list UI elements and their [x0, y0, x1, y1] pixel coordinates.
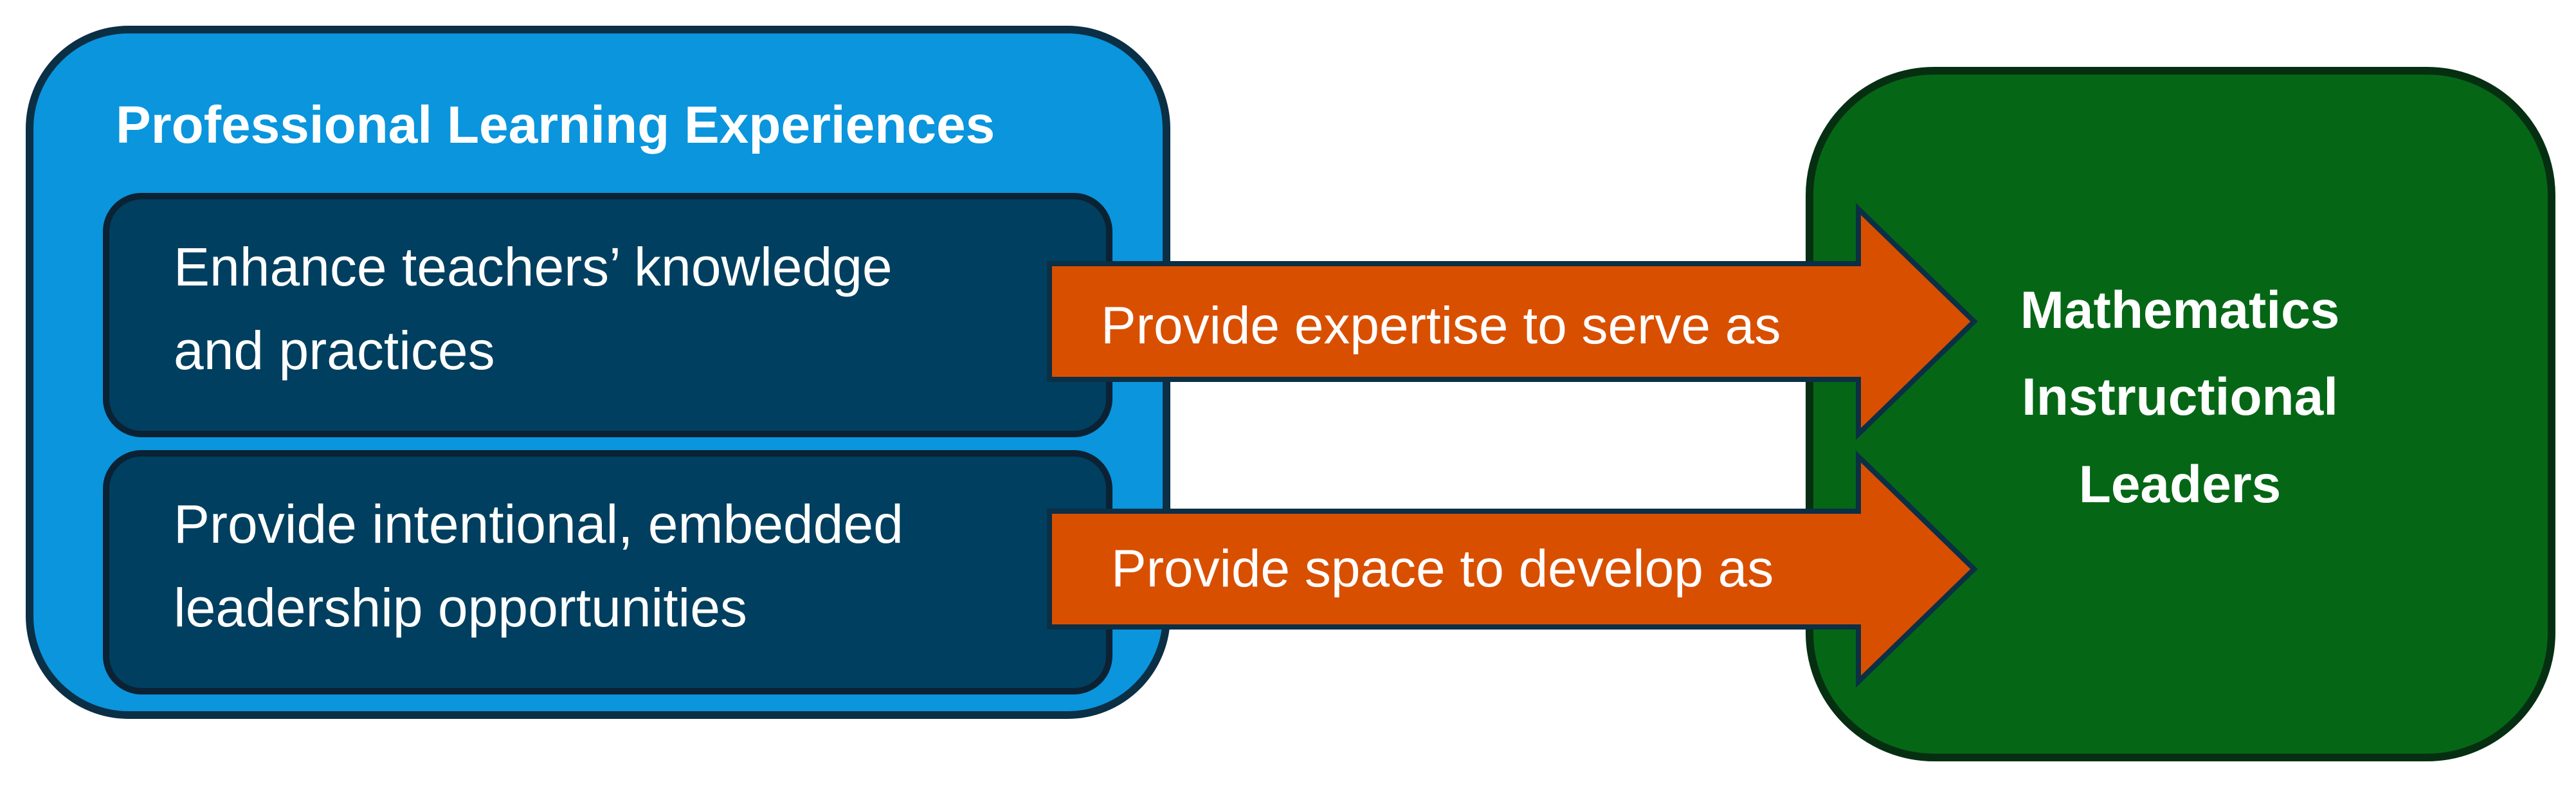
inner-box-1: Enhance teachers’ knowledge and practice… [103, 193, 1112, 437]
inner-box-1-line1: Enhance teachers’ knowledge [174, 237, 893, 297]
right-title-line3: Leaders [2078, 455, 2281, 514]
inner-box-2-line1: Provide intentional, embedded [174, 494, 903, 554]
inner-box-2-line2: leadership opportunities [174, 577, 747, 639]
right-title-line1: Mathematics [2020, 281, 2340, 340]
inner-box-1-line2: and practices [174, 320, 495, 381]
arrow-bottom-label: Provide space to develop as [1111, 540, 1774, 598]
right-panel-title: Mathematics Instructional Leaders [1903, 267, 2456, 528]
inner-box-2: Provide intentional, embedded leadership… [103, 450, 1112, 694]
left-panel-title: Professional Learning Experiences [116, 96, 995, 154]
right-title-line2: Instructional [2021, 368, 2339, 427]
arrow-top-label: Provide expertise to serve as [1101, 296, 1781, 355]
